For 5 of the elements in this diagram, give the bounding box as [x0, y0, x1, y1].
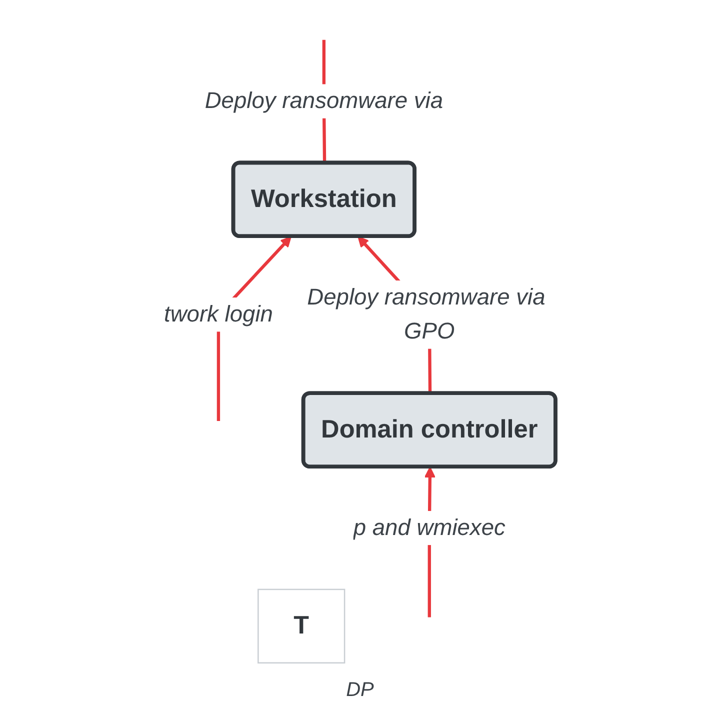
edge-label: Deploy ransomware via GPO [307, 284, 546, 344]
note-text: DP [346, 679, 374, 702]
node-box: T [258, 588, 346, 664]
edge-label: Deploy ransomware via [204, 88, 444, 114]
edge-label: twork login [164, 301, 273, 327]
